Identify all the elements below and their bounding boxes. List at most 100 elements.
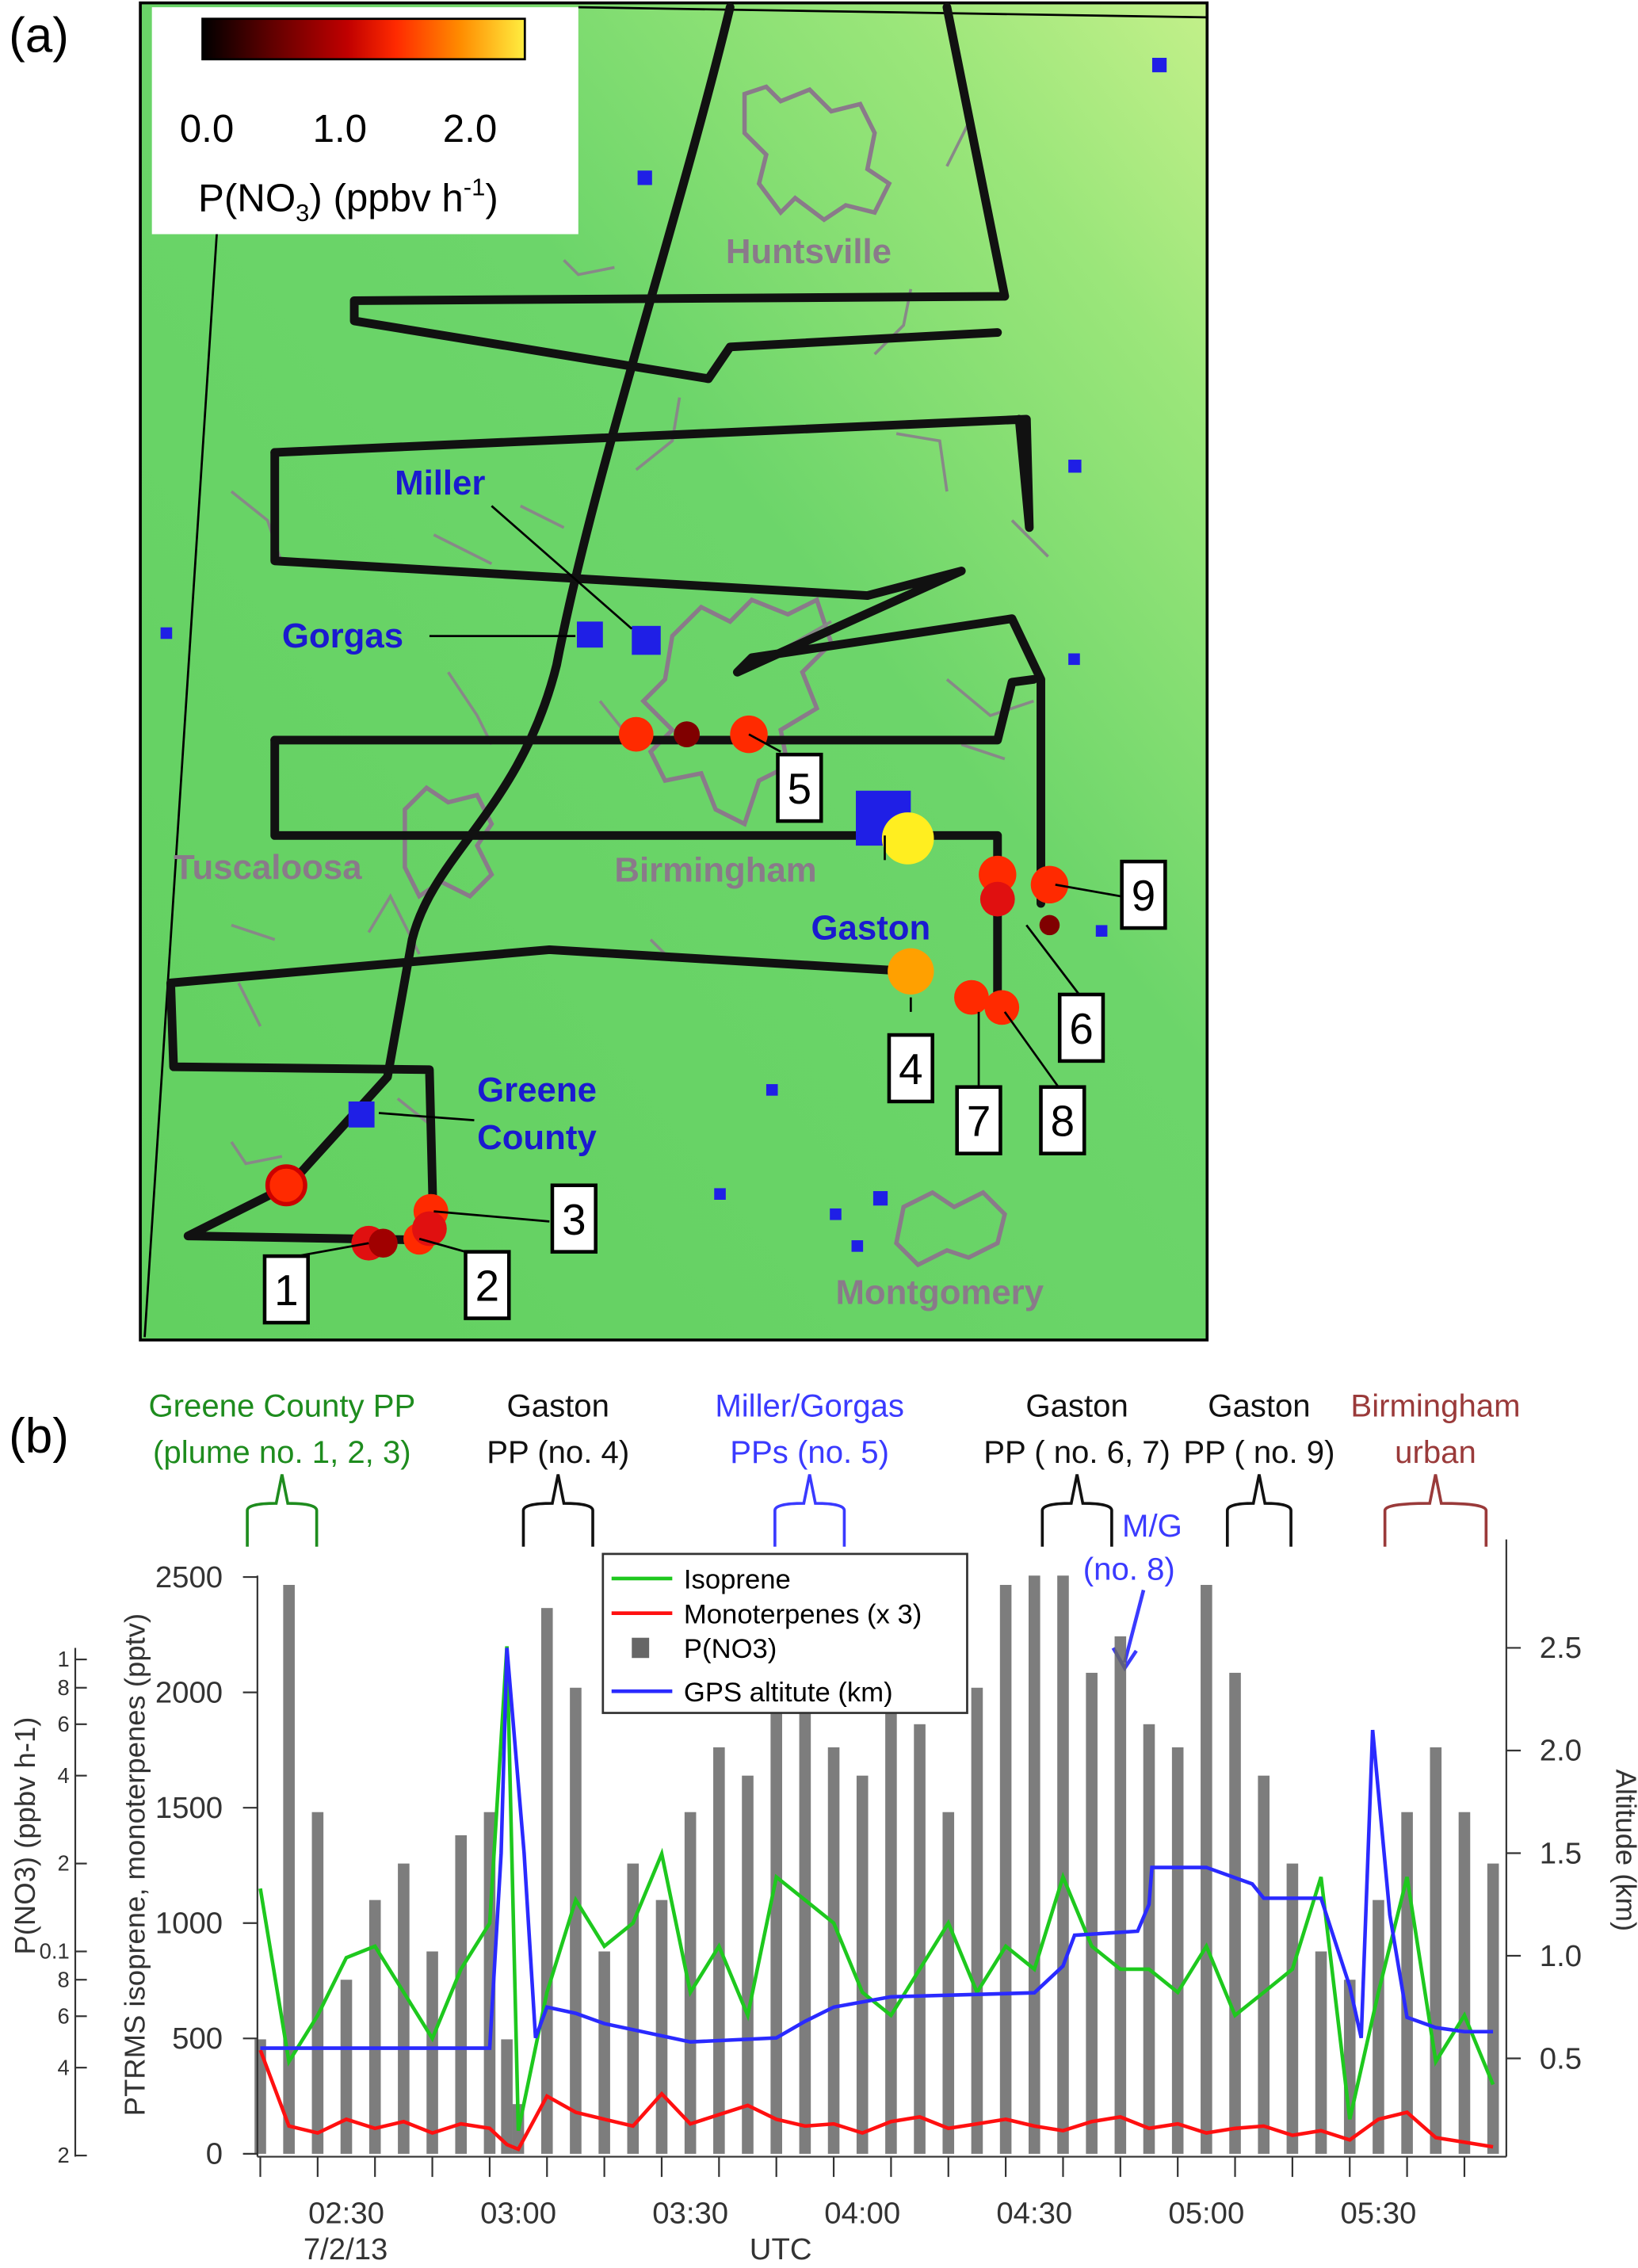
brace-icon (773, 1474, 846, 1547)
plant-label-gorgas: Gorgas (282, 617, 403, 655)
leader-lines (288, 505, 1121, 1259)
pno3-bar (856, 1775, 869, 2154)
pno3-bar (1114, 1636, 1127, 2154)
miller-plant (632, 625, 661, 655)
plant-marker (1068, 653, 1080, 666)
y-left-tick-label: 0 (206, 2137, 223, 2171)
pno3-bar (914, 1724, 926, 2154)
tuscaloosa-outline (403, 785, 494, 899)
y-right-title: Altitude (km) (1609, 1769, 1638, 1931)
map: 0.0 1.0 2.0 P(NO3) (ppbv h-1) Huntsville… (139, 1, 1209, 1342)
x-date-label: 7/2/13 (304, 2232, 388, 2266)
plant-label-gaston: Gaston (811, 909, 930, 948)
pno3-bar (1487, 1863, 1499, 2154)
pno3-bar (885, 1687, 897, 2154)
pno3-bar (684, 1812, 697, 2154)
monoterpenes-line (258, 2049, 1494, 2152)
plume-label-7: 7 (955, 1085, 1002, 1155)
plant-label-county: County (477, 1118, 597, 1157)
pno3-bar (1057, 1575, 1069, 2154)
plume-label-9: 9 (1120, 859, 1167, 930)
event-annotations: Greene County PP (plume no. 1, 2, 3) Gasto… (148, 1388, 1521, 1672)
pno3-bar (1171, 1747, 1184, 2154)
pno3-bar (742, 1775, 754, 2154)
plant-marker (851, 1240, 864, 1252)
legend-altitude: GPS altitute (km) (684, 1678, 893, 1708)
svg-text:2: 2 (475, 1262, 499, 1311)
annotation-subtitle: urban (1395, 1434, 1476, 1470)
pno3-bar (368, 1900, 381, 2154)
time-series-chart: 050010001500200025000.51.01.52.02.524680… (40, 1539, 1582, 2230)
y-log-tick-label: 8 (57, 1967, 69, 1991)
colorbar-tick: 1.0 (313, 107, 367, 151)
y-log-tick-label: 1 (57, 1647, 69, 1671)
colorbar-tick: 0.0 (180, 107, 234, 151)
plant-marker (160, 627, 173, 640)
plume-label-3: 3 (550, 1183, 598, 1254)
isoprene-line (258, 1646, 1495, 2132)
plant-marker (1095, 925, 1108, 937)
legend-monoterpenes: Monoterpenes (x 3) (684, 1599, 922, 1629)
pno3-bar (311, 1812, 324, 2154)
pno3-bar (799, 1659, 811, 2154)
chart-legend: Isoprene Monoterpenes (x 3) P(NO3) GPS a… (601, 1552, 968, 1714)
y-log-tick-label: 6 (57, 2003, 69, 2028)
plant-marker (637, 170, 652, 185)
y-left-tick-label: 1000 (155, 1907, 223, 1941)
y-log-tick-label: 4 (57, 2055, 69, 2079)
colorbar (201, 17, 526, 61)
plume-markers (265, 715, 1069, 1261)
brace-icon (1040, 1474, 1113, 1547)
brace-icon (1225, 1474, 1292, 1547)
annotation-subtitle: PP ( no. 9) (1183, 1434, 1334, 1470)
city-label-huntsville: Huntsville (726, 232, 892, 271)
svg-text:3: 3 (562, 1195, 586, 1244)
x-tick-label: 04:00 (824, 2196, 900, 2230)
annotation-subtitle: (plume no. 1, 2, 3) (153, 1434, 411, 1470)
annotation-subtitle: PPs (no. 5) (730, 1434, 889, 1470)
pno3-bar (999, 1584, 1012, 2154)
pno3-bar (1430, 1747, 1442, 2154)
pno3-bar (283, 1584, 295, 2154)
brace-icon (1383, 1474, 1488, 1547)
pno3-bar (1458, 1812, 1471, 2154)
legend-pno3: P(NO3) (684, 1634, 777, 1664)
annotation-title: Gaston (1208, 1388, 1310, 1424)
pno3-bar (827, 1747, 840, 2154)
plant-marker (872, 1191, 888, 1206)
y-right-tick-label: 2.0 (1540, 1734, 1582, 1768)
svg-text:7: 7 (967, 1097, 991, 1146)
y-right-tick-label: 0.5 (1540, 2041, 1582, 2075)
y-left-tick-label: 1500 (155, 1791, 223, 1825)
svg-text:1: 1 (274, 1266, 298, 1315)
annotation-title: Gaston (507, 1388, 609, 1424)
pno3-bar (340, 1980, 353, 2154)
y-log-tick-label: 6 (57, 1712, 69, 1736)
city-label-montgomery: Montgomery (835, 1273, 1044, 1312)
y-right-tick-label: 1.0 (1540, 1939, 1582, 1973)
pno3-bar (1229, 1672, 1241, 2154)
annotation-title: Greene County PP (148, 1388, 415, 1424)
pno3-bar (426, 1951, 438, 2154)
city-label-birmingham: Birmingham (614, 851, 816, 890)
annotation-subtitle: PP (no. 4) (487, 1434, 629, 1470)
plume-label-1: 1 (262, 1254, 310, 1325)
svg-text:9: 9 (1132, 871, 1155, 920)
annotation-subtitle: PP ( no. 6, 7) (983, 1434, 1170, 1470)
pno3-bar (1286, 1863, 1299, 2154)
pno3-bar (770, 1575, 782, 2154)
flight-track (166, 2, 1045, 1245)
mg-note-title: M/G (1122, 1508, 1182, 1544)
state-border (578, 6, 1208, 19)
y-left-tick-label: 500 (172, 2022, 223, 2056)
plume-label-4: 4 (887, 1033, 934, 1104)
montgomery-outline (894, 1189, 1007, 1268)
wind-barbs (230, 122, 1049, 1166)
x-tick-label: 05:00 (1168, 2196, 1244, 2230)
annotation-title: Miller/Gorgas (715, 1388, 904, 1424)
pno3-bar (1373, 1900, 1384, 2154)
pno3-bar (942, 1812, 955, 2154)
y-log-tick-label: 2 (57, 1851, 69, 1876)
plant-marker (766, 1084, 778, 1096)
